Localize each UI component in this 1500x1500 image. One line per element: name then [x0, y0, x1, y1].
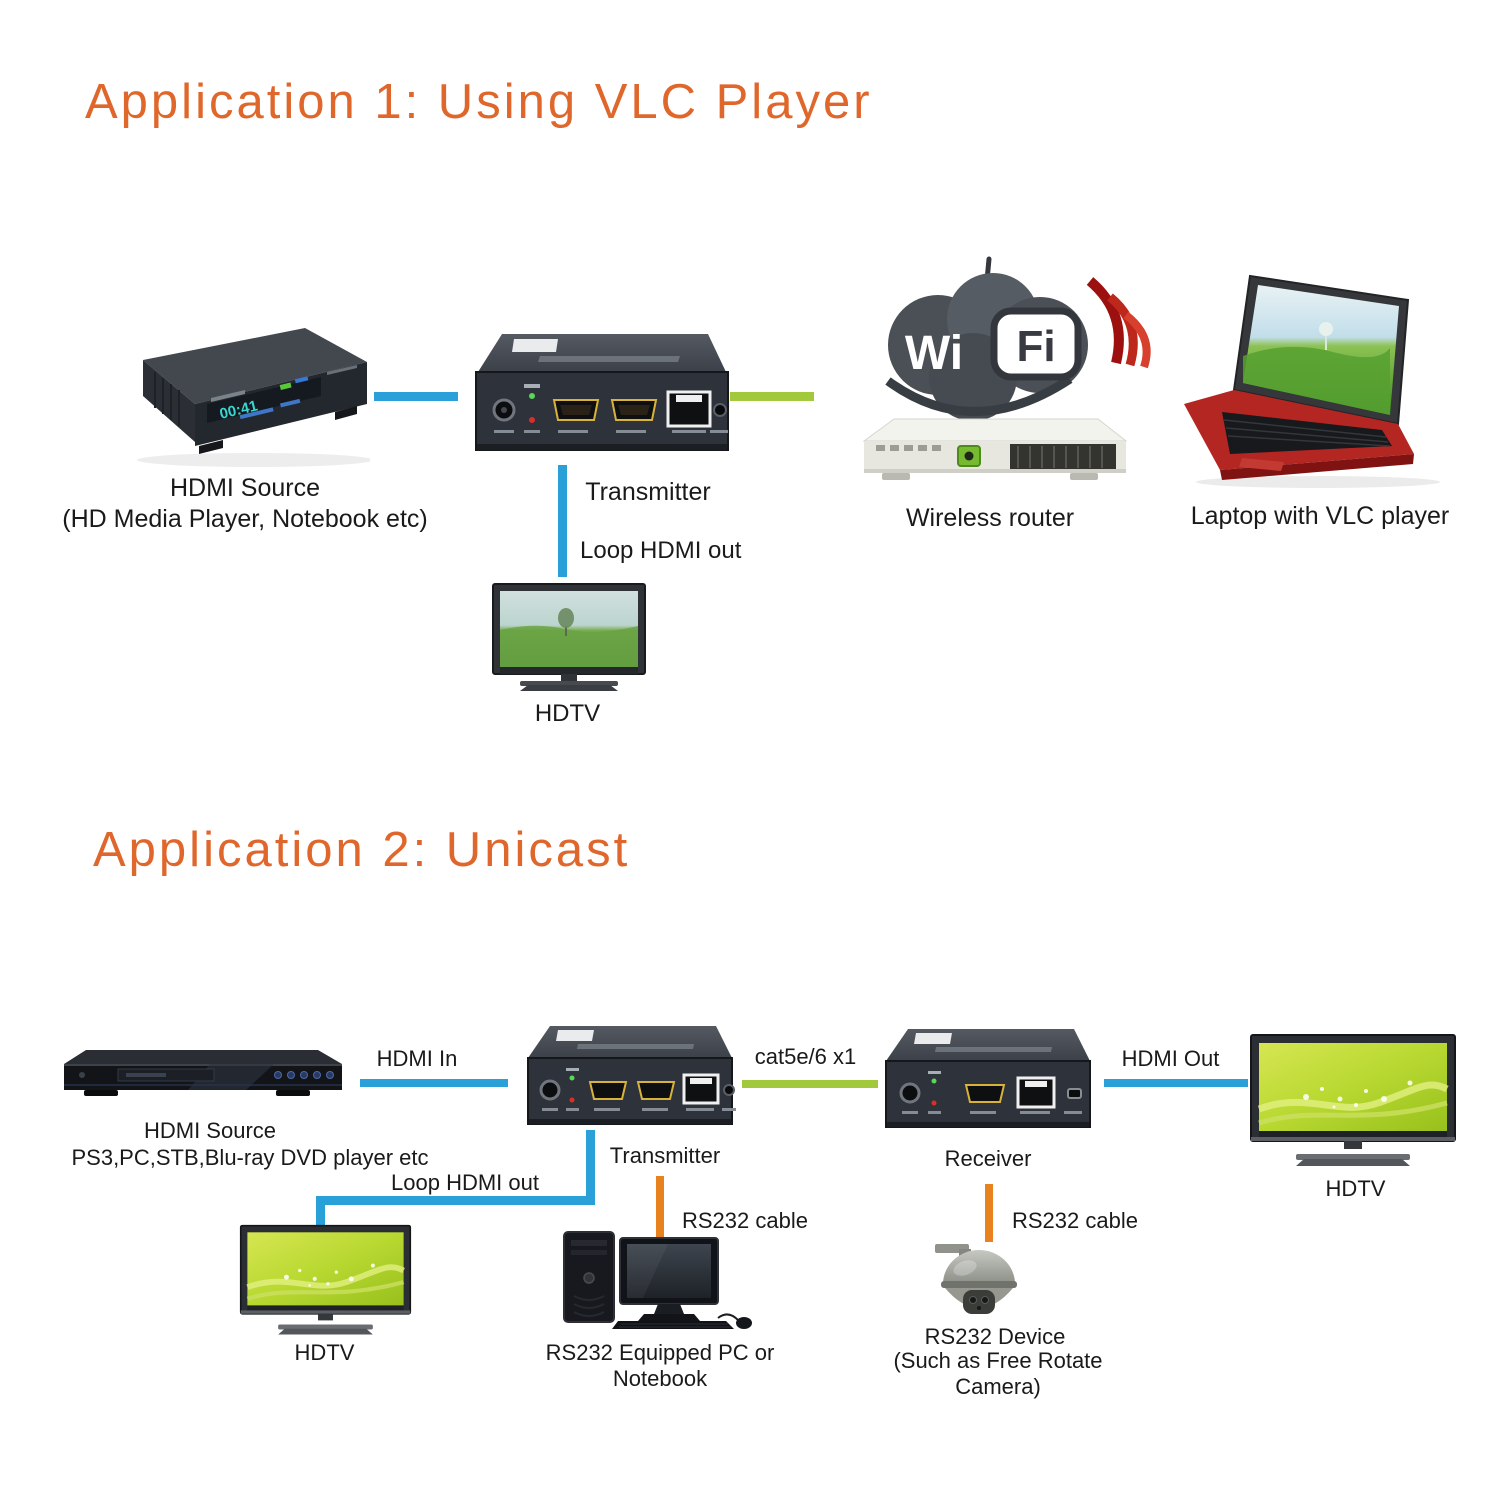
app1-source-sublabel: (HD Media Player, Notebook etc)	[62, 505, 428, 533]
app1-title: Application 1: Using VLC Player	[85, 75, 873, 129]
hdmi-source-image: 00:41	[137, 328, 370, 467]
rs232-rx-line	[985, 1184, 993, 1242]
app2-hdmi-out-line	[1104, 1079, 1248, 1087]
rs232-camera-label: RS232 Device	[924, 1324, 1066, 1349]
hdmi-in-label: HDMI In	[376, 1046, 458, 1071]
app2-title: Application 2: Unicast	[93, 823, 631, 877]
rs232-rx-label: RS232 cable	[1012, 1208, 1138, 1233]
app2-transmitter-image	[527, 1026, 736, 1125]
rs232-tx-label: RS232 cable	[682, 1208, 808, 1233]
app1-loop-hdmi-line	[558, 465, 567, 577]
app1-hdtv-image	[492, 583, 646, 691]
hdmi-out-label: HDMI Out	[1121, 1046, 1220, 1071]
wifi-logo-wi-text: Wi	[905, 327, 963, 380]
wifi-logo-fi-text: Fi	[1016, 322, 1055, 371]
wifi-signal-waves-icon	[1086, 277, 1151, 369]
app2-hdtv-left-label: HDTV	[294, 1340, 355, 1365]
app2-cat5-line	[742, 1080, 878, 1088]
app1-transmitter-image	[475, 334, 729, 451]
rs232-camera-image	[935, 1244, 1017, 1314]
app2-source-sublabel: PS3,PC,STB,Blu-ray DVD player etc	[71, 1145, 429, 1170]
laptop-image	[1184, 274, 1440, 488]
receiver-label: Receiver	[944, 1146, 1032, 1171]
app1-source-label: HDMI Source	[169, 474, 321, 502]
app1-loop-label: Loop HDMI out	[580, 537, 742, 564]
wireless-router-image: Wi Fi	[862, 256, 1151, 480]
app2-source-label: HDMI Source	[143, 1118, 277, 1143]
cat5-label: cat5e/6 x1	[754, 1044, 857, 1069]
app2-hdtv-right-label: HDTV	[1325, 1176, 1386, 1201]
rs232-camera-sublabel: (Such as Free Rotate Camera)	[893, 1348, 1103, 1399]
receiver-image	[885, 1029, 1091, 1128]
rs232-pc-image	[563, 1231, 752, 1329]
app2-hdmi-in-line	[360, 1079, 508, 1087]
app2-loop-line-v2	[316, 1196, 325, 1228]
laptop-label: Laptop with VLC player	[1190, 502, 1450, 530]
app1-hdtv-label: HDTV	[534, 700, 601, 727]
app2-transmitter-label: Transmitter	[609, 1143, 721, 1168]
app1-transmitter-label: Transmitter	[585, 478, 711, 506]
rs232-pc-label: RS232 Equipped PC or Notebook	[545, 1340, 775, 1391]
app2-hdtv-left-image	[239, 1224, 412, 1335]
app1-network-cable-line	[730, 392, 814, 401]
app2-loop-line-v1	[586, 1130, 595, 1202]
app2-loop-line-h	[316, 1196, 595, 1205]
router-label: Wireless router	[905, 504, 1075, 532]
rs232-tx-line	[656, 1176, 664, 1238]
app2-loop-label: Loop HDMI out	[391, 1170, 539, 1195]
app1-hdmi-cable-line	[374, 392, 458, 401]
app2-hdtv-right-image	[1250, 1034, 1456, 1166]
bluray-source-image	[64, 1050, 342, 1096]
